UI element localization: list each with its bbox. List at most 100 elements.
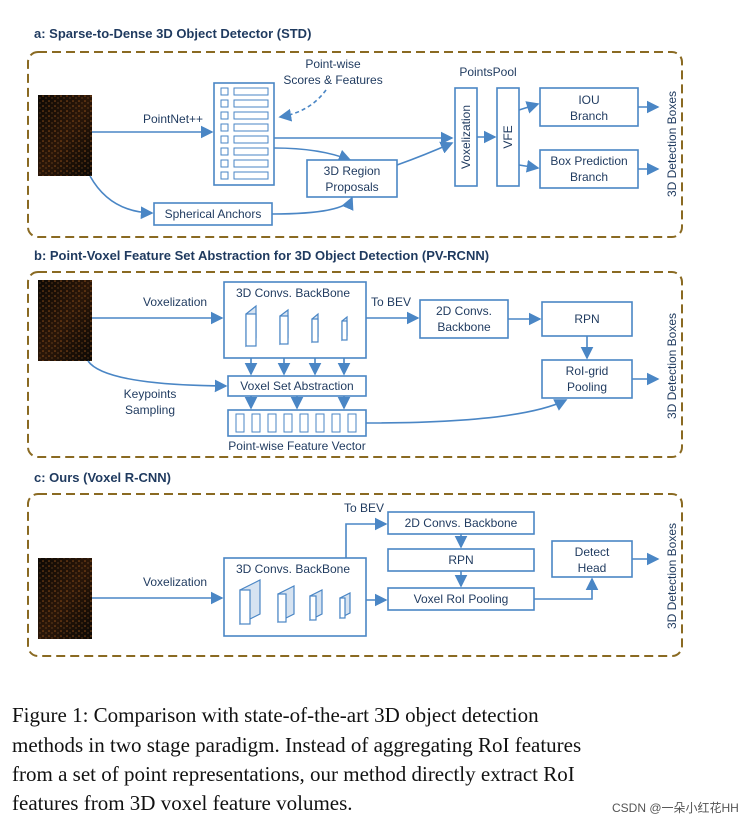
feature-cell [233, 135, 269, 144]
point-wise-feature-vector [227, 409, 367, 437]
detect-head-label-1: Detect [575, 545, 610, 559]
iou-branch-label-1: IOU [578, 93, 599, 107]
score-cell [220, 99, 229, 108]
box-prediction-branch-box [539, 149, 639, 189]
feature-cell [233, 159, 269, 168]
conv2d-box [419, 299, 509, 339]
feature-vector-cell [299, 413, 309, 433]
keypoints-label-2: Sampling [125, 403, 175, 417]
arrow-anchors-to-proposals [271, 196, 354, 215]
panel-b-border [27, 271, 683, 458]
conv2d-label-1: 2D Convs. [436, 304, 492, 318]
score-cell [220, 159, 229, 168]
score-cell [220, 135, 229, 144]
score-cell [220, 111, 229, 120]
to-bev-label: To BEV [371, 295, 411, 309]
feature-cell [233, 123, 269, 132]
feature-vector-cell [283, 413, 293, 433]
arrow-pc-to-vsa [87, 360, 228, 393]
arrow-pwfv-to-roigrid [365, 399, 568, 424]
feature-vector-cell [347, 413, 357, 433]
scores-label-1: Point-wise [305, 57, 361, 71]
feature-cell [233, 111, 269, 120]
voxelization-label: Voxelization [143, 295, 207, 309]
panel-a: a: Sparse-to-Dense 3D Object Detector (S… [27, 26, 683, 238]
dashed-scores-arrow [278, 89, 327, 122]
panel-b: b: Point-Voxel Feature Set Abstraction f… [27, 248, 683, 458]
score-cell [220, 87, 229, 96]
region-proposals-label-1: 3D Region [324, 164, 381, 178]
score-cell [220, 171, 229, 180]
feature-vector-cell [251, 413, 261, 433]
vsa-label: Voxel Set Abstraction [240, 379, 353, 393]
score-cell [220, 147, 229, 156]
arrow-pc-to-anchors [89, 175, 154, 220]
detect-head-label-2: Head [578, 561, 607, 575]
panel-a-output-label: 3D Detection Boxes [665, 91, 679, 197]
pointnet-label: PointNet++ [143, 112, 203, 126]
caption-line-4: features from 3D voxel feature volumes. [12, 791, 353, 815]
conv2d-label: 2D Convs. Backbone [405, 516, 518, 530]
roigrid-label-1: RoI-grid [566, 364, 609, 378]
caption-line-2: methods in two stage paradigm. Instead o… [12, 733, 581, 757]
pwfv-label: Point-wise Feature Vector [228, 439, 365, 453]
box-prediction-label-1: Box Prediction [550, 154, 627, 168]
feature-cell [233, 171, 269, 180]
rpn-label: RPN [574, 312, 599, 326]
roigrid-label-2: Pooling [567, 380, 607, 394]
panel-c-border [27, 493, 683, 657]
panel-a-border [27, 51, 683, 238]
rpn-label: RPN [448, 553, 473, 567]
vfe-box [496, 87, 520, 187]
arrow-proposals-to-voxelization [396, 141, 454, 166]
figure-caption: Figure 1: Comparison with state-of-the-a… [12, 703, 581, 815]
voxelization-label: Voxelization [143, 575, 207, 589]
backbone3d-layers [239, 579, 351, 625]
feature-vector-cell [315, 413, 325, 433]
roigrid-box [541, 359, 633, 399]
panel-c-output-label: 3D Detection Boxes [665, 523, 679, 629]
backbone3d-layers [245, 304, 348, 348]
arrow-features-to-proposals [273, 147, 352, 162]
panel-b-title: b: Point-Voxel Feature Set Abstraction f… [34, 248, 489, 263]
point-cloud-image [38, 558, 92, 639]
arrow-vfe-to-iou [518, 101, 540, 114]
keypoints-label-1: Keypoints [124, 387, 177, 401]
vfe-label: VFE [501, 125, 515, 148]
feature-cell [233, 87, 269, 96]
iou-branch-box [539, 87, 639, 127]
score-cell [220, 123, 229, 132]
feature-stack-box [213, 82, 275, 186]
point-cloud-image [38, 95, 92, 176]
backbone3d-label: 3D Convs. BackBone [236, 286, 350, 300]
point-cloud-image [38, 280, 92, 361]
feature-cell [233, 99, 269, 108]
backbone3d-label: 3D Convs. BackBone [236, 562, 350, 576]
conv2d-label-2: Backbone [437, 320, 491, 334]
caption-line-3: from a set of point representations, our… [12, 762, 575, 786]
scores-label-2: Scores & Features [283, 73, 382, 87]
watermark: CSDN @一朵小红花HH [612, 800, 739, 815]
feature-stack [213, 82, 275, 186]
region-proposals-label-2: Proposals [325, 180, 378, 194]
panel-c-title: c: Ours (Voxel R-CNN) [34, 470, 171, 485]
detect-head-box [551, 540, 633, 578]
pwfv-box [227, 409, 367, 437]
feature-vector-cell [235, 413, 245, 433]
panel-c: c: Ours (Voxel R-CNN) Voxelization 3D Co… [27, 470, 683, 657]
panel-b-output-label: 3D Detection Boxes [665, 313, 679, 419]
to-bev-label: To BEV [344, 501, 384, 515]
caption-line-1: Figure 1: Comparison with state-of-the-a… [12, 703, 539, 727]
arrow-to-bev [345, 517, 388, 558]
arrow-vfe-to-boxpred [518, 159, 540, 173]
roipool-label: Voxel RoI Pooling [414, 592, 509, 606]
panel-a-title: a: Sparse-to-Dense 3D Object Detector (S… [34, 26, 311, 41]
box-prediction-label-2: Branch [570, 170, 608, 184]
iou-branch-label-2: Branch [570, 109, 608, 123]
pointspool-label: PointsPool [459, 65, 516, 79]
spherical-anchors-label: Spherical Anchors [165, 207, 262, 221]
arrow-roipool-to-detect [534, 577, 599, 600]
feature-vector-cell [331, 413, 341, 433]
